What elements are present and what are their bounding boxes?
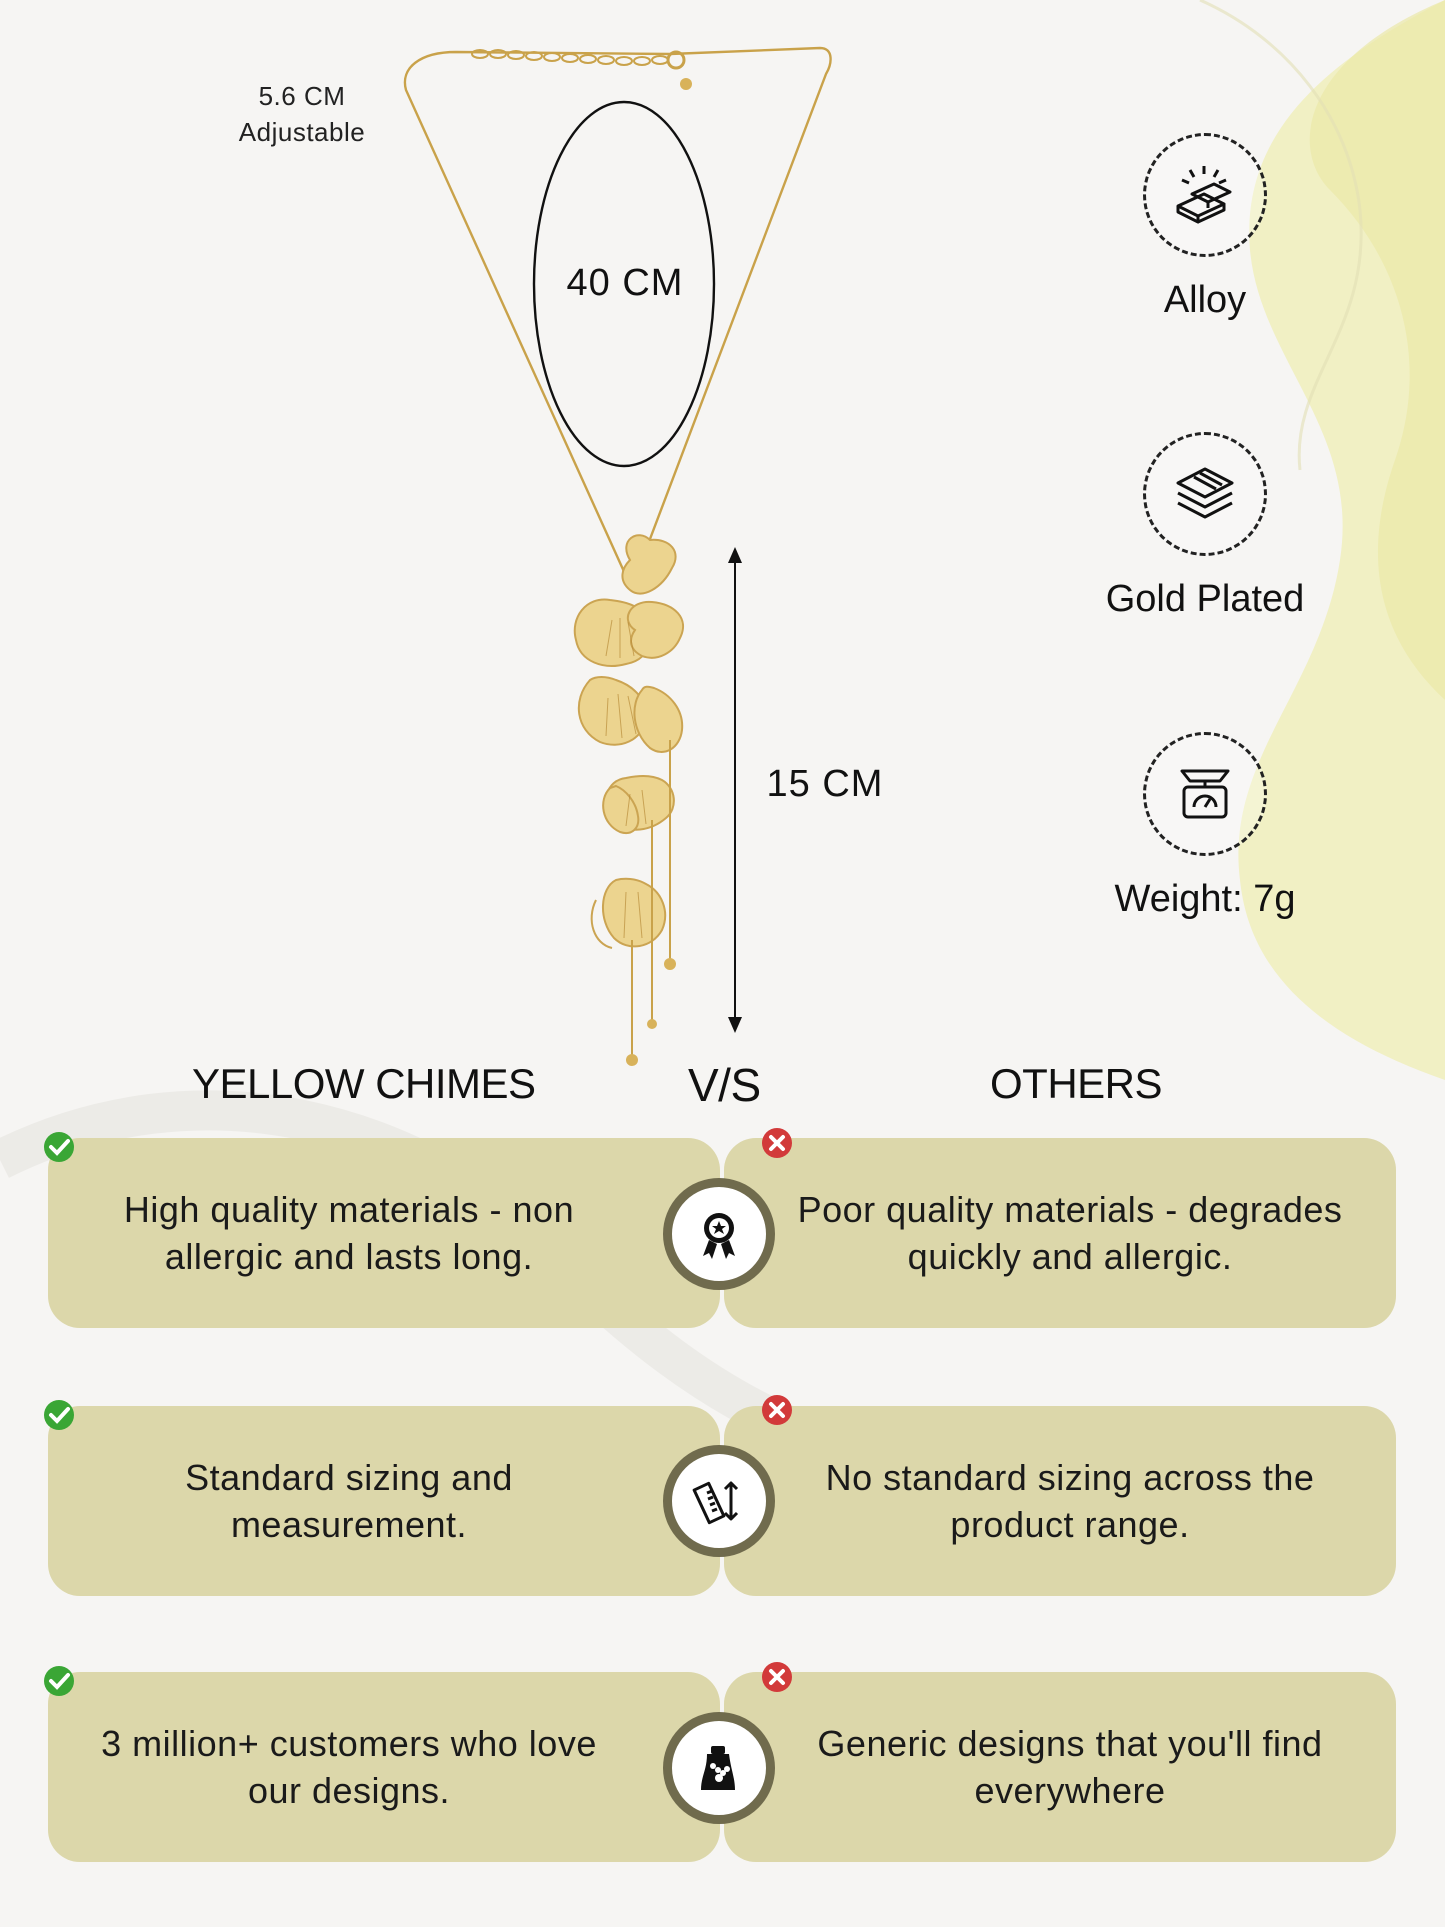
feature-alloy-badge [1143,133,1267,257]
quality-badge-icon [703,1213,735,1259]
theirs-card-quality: Poor quality materials - degrades quickl… [724,1138,1396,1328]
designs-badge [663,1712,775,1824]
feature-alloy: Alloy [1075,133,1335,322]
pendant-length-label: 15 CM [766,763,884,805]
adjustable-length-label: 5.6 CM Adjustable [222,78,382,150]
chain-length-label: 40 CM [566,262,684,304]
feature-alloy-label: Alloy [1163,279,1247,321]
cross-icon [762,1395,792,1425]
theirs-card-designs: Generic designs that you'll find everywh… [724,1672,1396,1862]
feature-gold-plated: Gold Plated [1075,432,1335,621]
ours-card-customers: 3 million+ customers who love our design… [48,1672,720,1862]
cross-icon [762,1662,792,1692]
ours-card-sizing: Standard sizing and measurement. [48,1406,720,1596]
check-icon [44,1132,74,1162]
theirs-card-sizing: No standard sizing across the product ra… [724,1406,1396,1596]
adjustable-length-value: 5.6 CM [258,81,346,111]
vs-heading: V/S [688,1059,761,1111]
ruler-measure-icon [692,1481,739,1525]
scale-icon [1180,769,1230,819]
feature-weight-label: Weight: 7g [1114,878,1296,920]
quality-badge [663,1178,775,1290]
check-icon [44,1400,74,1430]
sizing-badge [663,1445,775,1557]
feature-gold-plated-label: Gold Plated [1105,578,1305,620]
feature-weight-badge [1143,732,1267,856]
others-heading: OTHERS [990,1060,1163,1107]
layers-icon [1176,467,1234,519]
necklace-image [403,46,832,1066]
feature-gold-plated-badge [1143,432,1267,556]
gold-bars-icon [1176,166,1232,224]
adjustable-word: Adjustable [238,117,366,147]
pendant-length-arrow [728,547,742,1033]
ours-card-quality: High quality materials - non allergic an… [48,1138,720,1328]
cross-icon [762,1128,792,1158]
feature-weight: Weight: 7g [1075,732,1335,921]
jewelry-bust-icon [701,1746,735,1790]
brand-heading: YELLOW CHIMES [192,1060,536,1107]
check-icon [44,1666,74,1696]
